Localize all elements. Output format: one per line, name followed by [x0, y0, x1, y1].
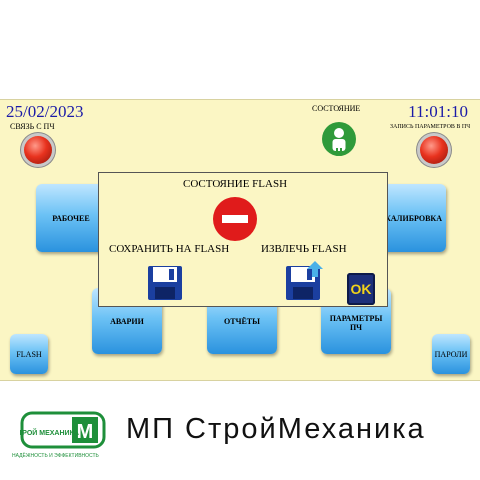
logo-tagline: НАДЁЖНОСТЬ И ЭФФЕКТИВНОСТЬ [12, 453, 99, 459]
record-label: ЗАПИСЬ ПАРАМЕТРОВ В ПЧ [390, 124, 471, 130]
load-flash-label: ИЗВЛЕЧЬ FLASH [261, 243, 347, 255]
operator-status-icon[interactable] [322, 122, 356, 156]
logo-text: СТРОЙ МЕХАНИКА [20, 428, 79, 437]
flash-state-dialog: СОСТОЯНИЕ FLASH СОХРАНИТЬ НА FLASH ИЗВЛЕ… [98, 172, 388, 307]
record-indicator-lamp [420, 136, 448, 164]
flash-button[interactable]: FLASH [10, 334, 48, 374]
date-display: 25/02/2023 [6, 102, 84, 121]
logo-letter: М [77, 421, 94, 443]
hmi-panel: 25/02/2023 СВЯЗЬ С ПЧ СОСТОЯНИЕ 11:01:10… [0, 99, 480, 381]
work-button[interactable]: РАБОЧЕЕ [36, 184, 106, 252]
company-logo: М СТРОЙ МЕХАНИКА [20, 411, 106, 449]
save-flash-label: СОХРАНИТЬ НА FLASH [109, 243, 230, 255]
save-floppy-icon[interactable] [147, 265, 183, 301]
ok-button[interactable]: OK [347, 273, 375, 305]
footer: М СТРОЙ МЕХАНИКА НАДЁЖНОСТЬ И ЭФФЕКТИВНО… [0, 393, 480, 480]
load-floppy-icon[interactable] [285, 261, 325, 301]
passwords-button[interactable]: ПАРОЛИ [432, 334, 470, 374]
time-display: 11:01:10 [408, 102, 468, 121]
dialog-title: СОСТОЯНИЕ FLASH [183, 178, 288, 190]
status-label: СОСТОЯНИЕ [312, 104, 361, 113]
link-indicator-lamp [24, 136, 52, 164]
flash-state-stop-icon [213, 197, 257, 241]
company-name: МП СтройМеханика [126, 413, 426, 445]
link-label: СВЯЗЬ С ПЧ [10, 122, 55, 131]
